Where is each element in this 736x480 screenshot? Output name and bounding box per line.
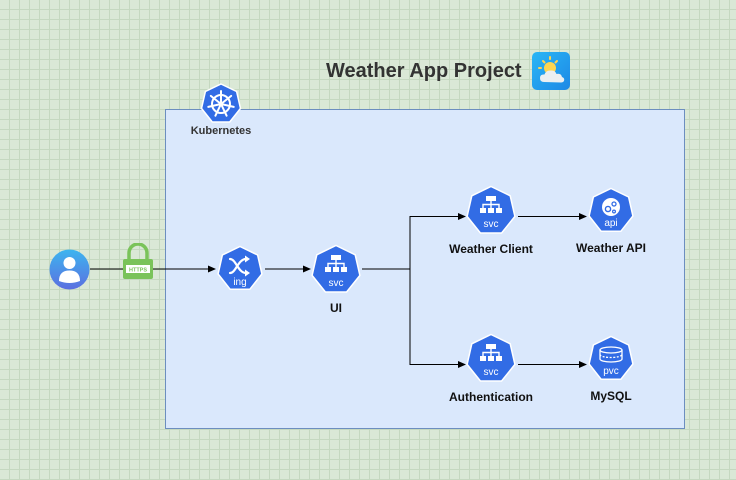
mysql-kind-label: pvc [603,366,619,377]
authentication-kind-label: svc [484,367,499,378]
mysql-label: MySQL [590,389,632,403]
weather-api-label: Weather API [575,241,647,255]
ingress-kind-label: ing [233,277,246,288]
ingress-icon: ing [217,245,263,291]
weather-client-kind-label: svc [484,219,499,230]
https-label: HTTPS [129,267,147,273]
service-icon: svc [466,185,516,234]
ui-label: UI [330,301,342,315]
persistent-volume-claim-icon: pvc [588,335,634,381]
weather-client-label: Weather Client [449,242,533,256]
kubernetes-label: Kubernetes [190,125,252,137]
edge-ui-to-authentication [409,269,466,368]
api-icon: api [588,187,634,233]
https-lock-icon: HTTPS [122,242,154,279]
weather-api-kind-label: api [604,218,617,229]
service-icon: svc [311,244,361,293]
weather-sun-cloud-icon [532,52,570,90]
authentication-service-node: svc [465,333,517,385]
ui-service-node: svc [310,244,362,296]
edge-ui-to-weather-client [362,213,466,270]
diagram-title: Weather App Project [326,60,522,82]
service-icon: svc [466,333,516,382]
weather-client-service-node: svc [465,185,517,237]
weather-api-node: api [587,187,635,235]
authentication-label: Authentication [449,390,533,404]
mysql-pvc-node: pvc [587,335,635,383]
user-icon [49,249,90,290]
ingress-node: ing [216,245,264,293]
ui-kind-label: svc [329,278,344,289]
kubernetes-logo-icon [199,82,243,126]
